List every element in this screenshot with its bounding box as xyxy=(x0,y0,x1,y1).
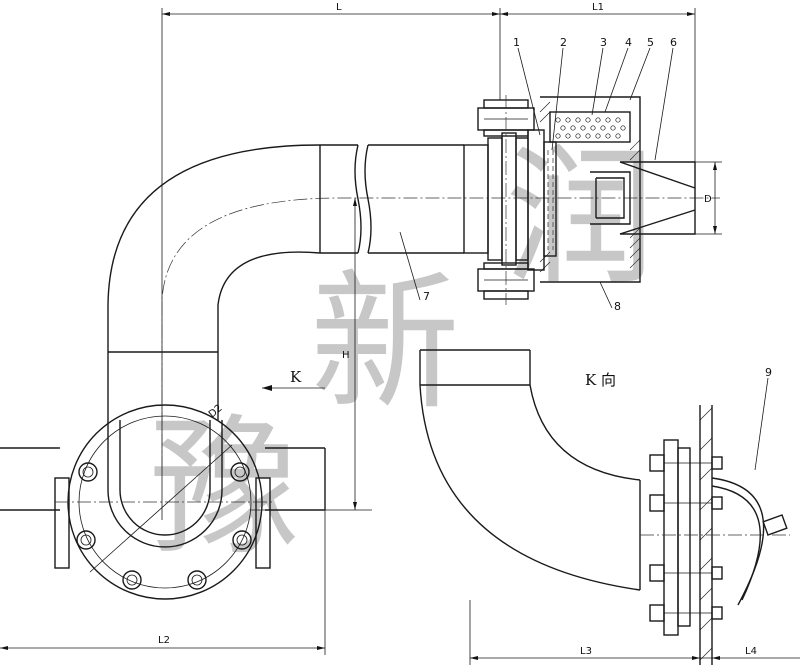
part-number-8: 8 xyxy=(614,300,621,313)
dimension-L1: L1 xyxy=(592,2,604,13)
strainer-housing xyxy=(527,96,722,283)
k-view-elbow xyxy=(419,349,790,665)
dimension-L3: L3 xyxy=(580,646,592,657)
bottom-right-dimensions xyxy=(469,600,800,665)
watermark-char-2: 新 xyxy=(310,257,460,431)
part-number-7: 7 xyxy=(423,290,430,303)
pipe-flange-set xyxy=(463,95,535,305)
watermark-char-1: 豫 xyxy=(150,402,300,576)
part-number-6: 6 xyxy=(670,36,677,49)
k-view-arrow xyxy=(262,385,325,391)
k-arrow-label: K xyxy=(290,368,302,386)
part-number-1: 1 xyxy=(513,36,520,49)
dimension-L2: L2 xyxy=(158,635,170,646)
part-number-5: 5 xyxy=(647,36,654,49)
part-number-9: 9 xyxy=(765,366,772,379)
dimension-D: D xyxy=(704,194,712,205)
part-leaders xyxy=(399,47,769,471)
part-number-4: 4 xyxy=(625,36,632,49)
k-view-title: K 向 xyxy=(585,371,616,389)
base-flange xyxy=(0,404,326,655)
watermark: 豫 新 润 xyxy=(150,132,655,576)
part-number-3: 3 xyxy=(600,36,607,49)
part-number-2: 2 xyxy=(560,36,567,49)
elbow-pipe xyxy=(107,144,720,470)
dimension-L: L xyxy=(336,2,342,13)
dimension-L4: L4 xyxy=(745,646,757,657)
dimension-H: H xyxy=(342,350,350,361)
